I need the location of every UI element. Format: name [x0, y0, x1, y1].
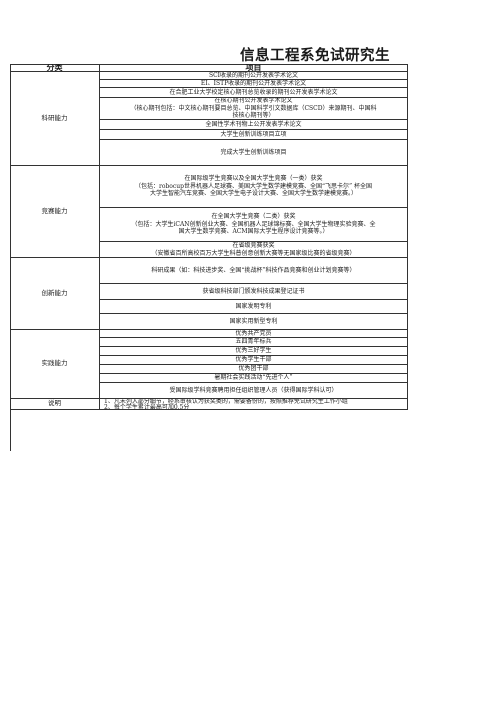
item-text-line: 大学生智能汽车竞赛、全国大学生电子设计大赛、全国大学生数学建模竞赛。）: [149, 190, 357, 198]
item-text-line: 暑期社会实践活动“先进个人”: [214, 374, 293, 382]
item-cell: 优秀共产党员: [100, 330, 408, 338]
item-text-line: 在合肥工业大学校定核心期刊总览收录的期刊公开发表学术论文: [169, 88, 338, 96]
category-label: 竞赛能力: [41, 206, 68, 215]
item-text-line: 获省级科技部门颁发科技成果登记证书: [202, 287, 305, 295]
category-label: 科研能力: [41, 113, 68, 122]
item-text-line: （安徽省百所高校百万大学生科普创意创新大赛等无国家级比赛的省级竞赛）: [151, 249, 356, 257]
item-cell: 在核心期刊公开发表学术论文（核心期刊包括：中文核心期刊要目总览、中国科学引文数据…: [100, 98, 408, 120]
category-cell: 实践能力: [10, 330, 100, 399]
page-title: 信息工程系免试研究生: [240, 48, 390, 64]
item-text-line: 五四青年标兵: [235, 338, 272, 346]
item-cell: 优秀三好学生: [100, 347, 408, 356]
item-text-line: 在全国大学生竞赛（二类）获奖: [211, 213, 296, 221]
category-cell: 科研能力: [10, 72, 100, 166]
item-cell: 大学生创新训练项目立项: [100, 130, 408, 140]
item-text-line: 全国性学术刊物上公开发表学术论文: [205, 120, 302, 128]
table-top-border: [10, 64, 408, 65]
item-text-line: 受国际级学科竞赛聘用担任组织管理人员（获得国际学科认可）: [169, 386, 338, 394]
item-text-line: SCI收录的期刊公开发表学术论文: [208, 72, 299, 79]
item-text-line: 优秀团干部: [238, 365, 269, 373]
item-cell: 全国性学术刊物上公开发表学术论文: [100, 120, 408, 130]
item-cell: 优秀学生干部: [100, 356, 408, 365]
category-cell: 竞赛能力: [10, 166, 100, 258]
item-text-line: 国家实用新型专利: [229, 317, 278, 325]
item-cell: 受国际级学科竞赛聘用担任组织管理人员（获得国际学科认可）: [100, 383, 408, 399]
header-item: 项目: [100, 64, 408, 72]
header-item-label: 项目: [245, 64, 262, 72]
item-cell: 在合肥工业大学校定核心期刊总览收录的期刊公开发表学术论文: [100, 88, 408, 98]
item-text-line: EI、ISTP收录的期刊公开发表学术论文: [200, 80, 307, 87]
item-text-line: （包括：robocup世界机器人足球赛、美国大学生数学建模竞赛、全国“飞思卡尔”…: [134, 182, 373, 190]
item-cell: 获省级科技部门颁发科技成果登记证书: [100, 284, 408, 300]
item-text-line: 技核心期刊等）: [232, 112, 275, 120]
category-label: 说明: [48, 399, 61, 408]
item-cell: 五四青年标兵: [100, 338, 408, 347]
item-text-line: 在省级竞赛获奖: [232, 242, 275, 249]
item-cell: 国家实用新型专利: [100, 314, 408, 330]
item-text-line: 1、凡未列入部分细节，经系审核认为获奖类的，需要备份的，按照推荐免试研究生工作小…: [104, 399, 348, 405]
item-text-line: （核心期刊包括：中文核心期刊要目总览、中国科学引文数据库（CSCD）来源期刊、中…: [130, 104, 377, 112]
category-cell: 说明: [10, 399, 100, 410]
item-text-line: 优秀学生干部: [235, 356, 272, 364]
item-text-line: 科研成果（如：科技进步奖、全国“挑战杯”科技作品竞赛和创业计划竞赛等）: [151, 266, 356, 274]
note-cell: 1、凡未列入部分细节，经系审核认为获奖类的，需要备份的，按照推荐免试研究生工作小…: [100, 399, 408, 410]
item-text-line: 优秀共产党员: [235, 330, 272, 337]
item-text-line: 2、每个学生累计最高可加0.5分: [104, 404, 190, 410]
category-cell: 创新能力: [10, 258, 100, 330]
item-cell: 完成大学生创新训练项目: [100, 140, 408, 166]
item-cell: EI、ISTP收录的期刊公开发表学术论文: [100, 80, 408, 88]
header-category: 分类: [10, 64, 100, 72]
item-text-line: 优秀三好学生: [235, 347, 272, 355]
item-text-line: （包括：大学生iCAN创新创业大赛、全国机器人足球锦标赛、全国大学生物理实验竞赛…: [131, 220, 376, 228]
item-text-line: 国大学生数学竞赛、ACM国际大学生程序设计竞赛等。）: [178, 228, 329, 236]
item-cell: 在省级竞赛获奖（安徽省百所高校百万大学生科普创意创新大赛等无国家级比赛的省级竞赛…: [100, 242, 408, 258]
item-text-line: 大学生创新训练项目立项: [220, 130, 287, 138]
item-text-line: 在核心期刊公开发表学术论文: [214, 98, 293, 105]
item-cell: 在全国大学生竞赛（二类）获奖（包括：大学生iCAN创新创业大赛、全国机器人足球锦…: [100, 208, 408, 242]
item-cell: 优秀团干部: [100, 365, 408, 374]
item-cell: 暑期社会实践活动“先进个人”: [100, 374, 408, 383]
item-text-line: 完成大学生创新训练项目: [220, 148, 287, 156]
item-cell: SCI收录的期刊公开发表学术论文: [100, 72, 408, 80]
item-cell: 在国际级学生竞赛以及全国大学生竞赛（一类）获奖（包括：robocup世界机器人足…: [100, 166, 408, 208]
category-label: 创新能力: [41, 288, 68, 297]
category-label: 实践能力: [41, 359, 68, 368]
header-category-label: 分类: [46, 64, 63, 72]
item-text-line: 国家发明专利: [235, 302, 272, 310]
item-cell: 科研成果（如：科技进步奖、全国“挑战杯”科技作品竞赛和创业计划竞赛等）: [100, 258, 408, 284]
item-cell: 国家发明专利: [100, 300, 408, 314]
item-text-line: 在国际级学生竞赛以及全国大学生竞赛（一类）获奖: [184, 175, 323, 183]
